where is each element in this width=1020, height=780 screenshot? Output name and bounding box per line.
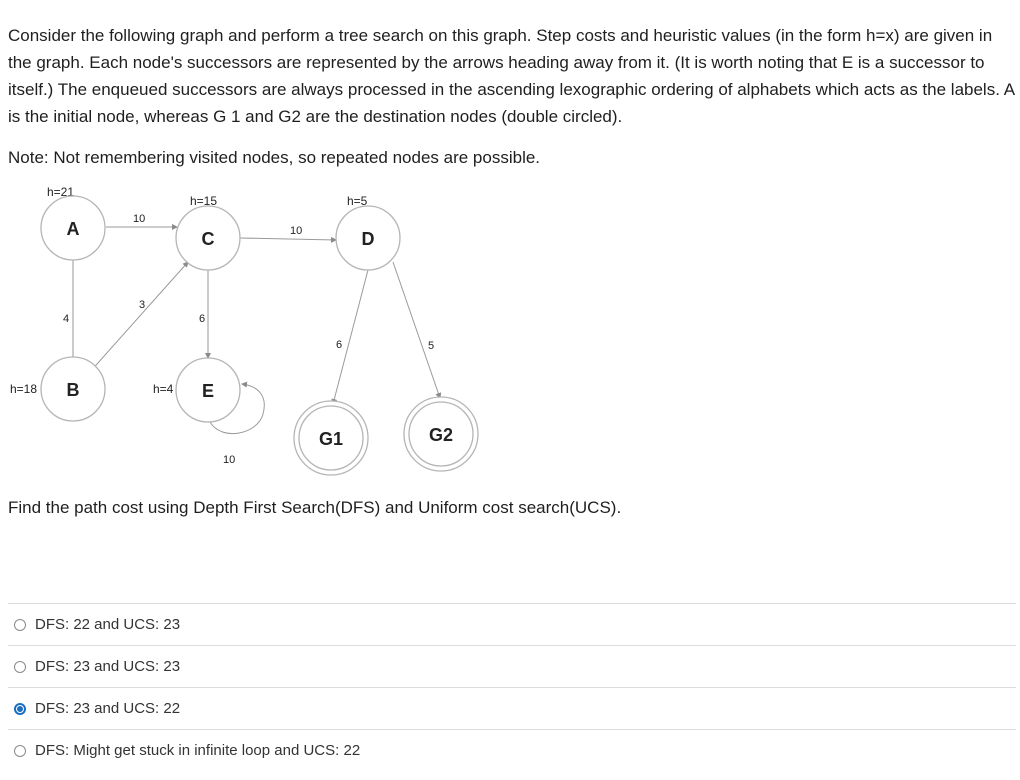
node-b-label: B	[67, 380, 80, 400]
heuristic-c: h=15	[190, 194, 217, 208]
node-g2: G2	[403, 396, 479, 472]
heuristic-b: h=18	[10, 382, 37, 396]
edge-b-c	[88, 261, 189, 374]
edge-d-g1	[331, 269, 369, 405]
node-e-label: E	[202, 381, 214, 401]
answer-option-2-label: DFS: 23 and UCS: 23	[35, 658, 181, 675]
node-g1: G1	[293, 400, 369, 476]
node-c-label: C	[202, 229, 215, 249]
radio-button-3[interactable]	[14, 702, 26, 715]
edge-cost-c-e: 6	[199, 313, 205, 325]
heuristic-a: h=21	[47, 185, 74, 199]
edge-cost-a-c: 10	[133, 213, 145, 225]
node-b: B	[40, 356, 106, 422]
answer-options: DFS: 22 and UCS: 23 DFS: 23 and UCS: 23 …	[8, 603, 1016, 771]
edge-d-g2	[392, 261, 442, 399]
answer-option-1-label: DFS: 22 and UCS: 23	[35, 616, 181, 633]
answer-option-2[interactable]: DFS: 23 and UCS: 23	[8, 645, 1016, 687]
heuristic-d: h=5	[347, 194, 368, 208]
answer-option-4[interactable]: DFS: Might get stuck in infinite loop an…	[8, 729, 1016, 771]
radio-button-4[interactable]	[14, 744, 26, 757]
edge-cost-c-d: 10	[290, 225, 302, 237]
search-graph: 10 4 3 10 6 10 6 5 h=21 h=18 h=15 h=5 h=…	[10, 185, 479, 476]
edge-cost-b-c: 3	[139, 299, 145, 311]
edge-cost-a-b: 4	[63, 313, 69, 325]
answer-option-4-label: DFS: Might get stuck in infinite loop an…	[35, 742, 361, 759]
edge-c-d	[239, 236, 337, 243]
node-a: A	[40, 195, 106, 261]
node-g1-label: G1	[319, 429, 343, 449]
edge-e-e	[209, 381, 265, 434]
radio-button-2[interactable]	[14, 660, 26, 673]
node-e: E	[175, 357, 241, 423]
answer-option-1[interactable]: DFS: 22 and UCS: 23	[8, 603, 1016, 645]
node-g2-label: G2	[429, 425, 453, 445]
edge-cost-d-g2: 5	[428, 340, 434, 352]
node-a-label: A	[67, 219, 80, 239]
heuristic-e: h=4	[153, 382, 174, 396]
answer-option-3-label: DFS: 23 and UCS: 22	[35, 700, 181, 717]
question-text: Consider the following graph and perform…	[8, 26, 1015, 126]
question-note: Note: Not remembering visited nodes, so …	[8, 148, 541, 167]
node-d-label: D	[362, 229, 375, 249]
node-c: C	[175, 205, 241, 271]
node-d: D	[335, 205, 401, 271]
radio-button-1[interactable]	[14, 618, 26, 631]
edge-cost-d-g1: 6	[336, 339, 342, 351]
answer-option-3[interactable]: DFS: 23 and UCS: 22	[8, 687, 1016, 729]
find-instruction: Find the path cost using Depth First Sea…	[8, 498, 622, 517]
edge-cost-e-e: 10	[223, 454, 235, 466]
